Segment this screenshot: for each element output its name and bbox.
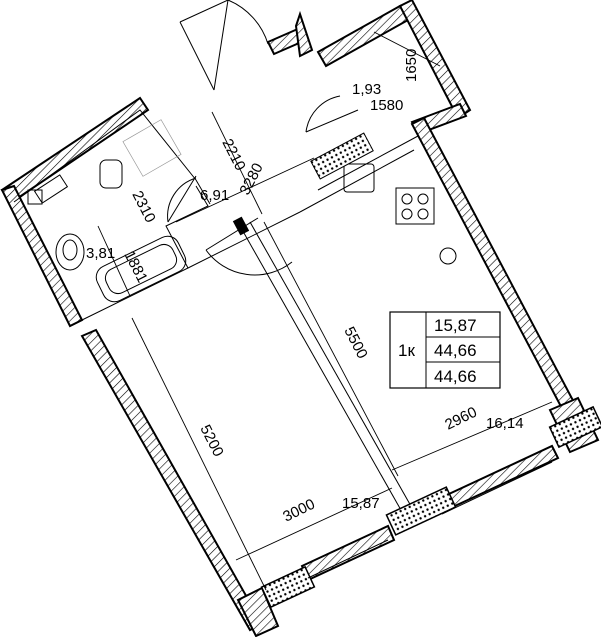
summary-total-area: 44,66 xyxy=(434,341,477,360)
sink-icon xyxy=(99,159,123,189)
bottom-wall-2 xyxy=(300,524,396,582)
dim-3000: 3000 xyxy=(280,496,317,526)
left-wall-bottom xyxy=(236,586,280,637)
dim-5500: 5500 xyxy=(340,324,370,361)
summary-table: 1к 15,87 44,66 44,66 xyxy=(389,311,501,389)
area-bathroom: 3,81 xyxy=(86,245,115,262)
bathroom-top-wall xyxy=(0,96,150,204)
area-balcony: 1,93 xyxy=(352,81,381,98)
window-kitchen xyxy=(385,486,457,536)
left-wall xyxy=(80,328,264,632)
area-kitchen: 16,14 xyxy=(486,415,524,432)
top-wall-step-3 xyxy=(316,4,410,68)
summary-rooms: 1к xyxy=(398,341,415,360)
partitions xyxy=(13,109,421,527)
bathroom-partition xyxy=(81,185,209,321)
room-divider-a xyxy=(239,225,411,527)
bathroom-fixtures xyxy=(27,119,187,303)
bathroom-inner xyxy=(13,109,211,205)
kitchen-sink-icon xyxy=(343,163,375,193)
summary-total-area-2: 44,66 xyxy=(434,367,477,386)
top-wall-step-2 xyxy=(294,10,314,58)
fan-icon xyxy=(439,247,457,265)
area-room: 15,87 xyxy=(342,495,380,512)
room-door[interactable] xyxy=(205,217,293,276)
dim-5200: 5200 xyxy=(196,422,226,459)
dim-2310: 2310 xyxy=(128,188,158,225)
vent-icon xyxy=(27,189,43,205)
entrance-door[interactable] xyxy=(179,0,269,91)
dim-2960: 2960 xyxy=(442,404,479,434)
bottom-wall-1 xyxy=(434,444,560,514)
shaft-icon xyxy=(122,119,182,177)
area-hallway: 6,91 xyxy=(200,187,229,204)
bathroom-door[interactable] xyxy=(167,175,197,223)
top-wall-corner xyxy=(398,0,472,120)
kitchen-line xyxy=(299,149,415,213)
hallway-line xyxy=(187,211,301,269)
radiator-icon xyxy=(33,174,69,204)
window-right xyxy=(548,405,601,449)
bathtub-icon xyxy=(95,235,187,303)
windows xyxy=(260,132,601,609)
toilet-icon xyxy=(55,233,85,271)
dim-1580: 1580 xyxy=(370,97,403,114)
window-room xyxy=(260,565,316,609)
dimension-lines xyxy=(97,31,553,591)
window-balcony xyxy=(310,132,374,180)
summary-living-area: 15,87 xyxy=(434,316,477,335)
toilet-bowl-icon xyxy=(62,239,78,261)
dim-1650: 1650 xyxy=(403,49,420,82)
room-divider-b xyxy=(249,221,421,523)
stove-icon xyxy=(395,187,435,225)
dim-1881: 1881 xyxy=(120,248,150,285)
balcony-door[interactable] xyxy=(305,95,359,133)
bathtub-inner-icon xyxy=(104,243,178,295)
dim-2210: 2210 xyxy=(218,136,248,173)
bathroom-left-wall xyxy=(0,184,84,328)
divider-post xyxy=(232,216,250,236)
summary-table-frame xyxy=(389,311,501,389)
